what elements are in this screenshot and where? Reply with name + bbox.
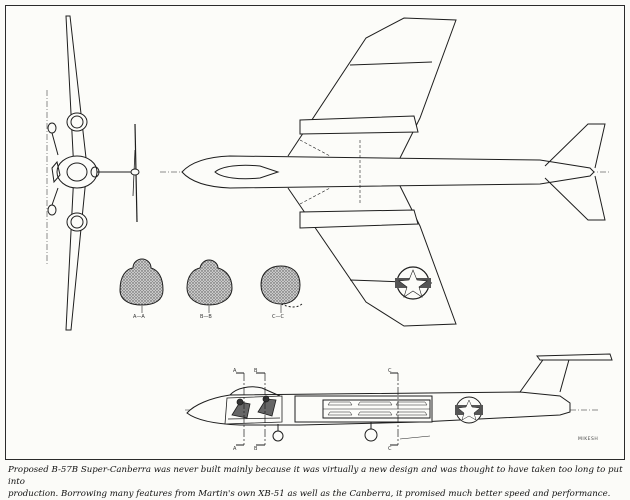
cut-marker-a-top: A	[233, 368, 237, 374]
caption-line-1: Proposed B-57B Super-Canberra was never …	[8, 465, 623, 487]
figure-caption: Proposed B-57B Super-Canberra was never …	[8, 464, 624, 500]
section-cut-lines	[141, 305, 282, 313]
section-label-b: B—B	[200, 314, 212, 320]
section-label-a: A—A	[133, 314, 145, 320]
cross-sections	[119, 258, 303, 308]
caption-line-2: production. Borrowing many features from…	[8, 489, 611, 499]
side-view	[185, 353, 613, 446]
drawing-frame	[5, 5, 625, 460]
artist-signature: MIKESH	[578, 437, 599, 442]
cut-marker-b-top: B	[254, 368, 258, 374]
cut-marker-c-bottom: C	[388, 446, 392, 452]
top-view	[160, 17, 610, 327]
cut-marker-c-top: C	[388, 368, 392, 374]
three-view-drawing	[46, 15, 613, 446]
section-label-c: C—C	[272, 314, 284, 320]
cut-marker-a-bottom: A	[233, 446, 237, 452]
cut-marker-b-bottom: B	[254, 446, 258, 452]
front-view	[46, 15, 140, 331]
